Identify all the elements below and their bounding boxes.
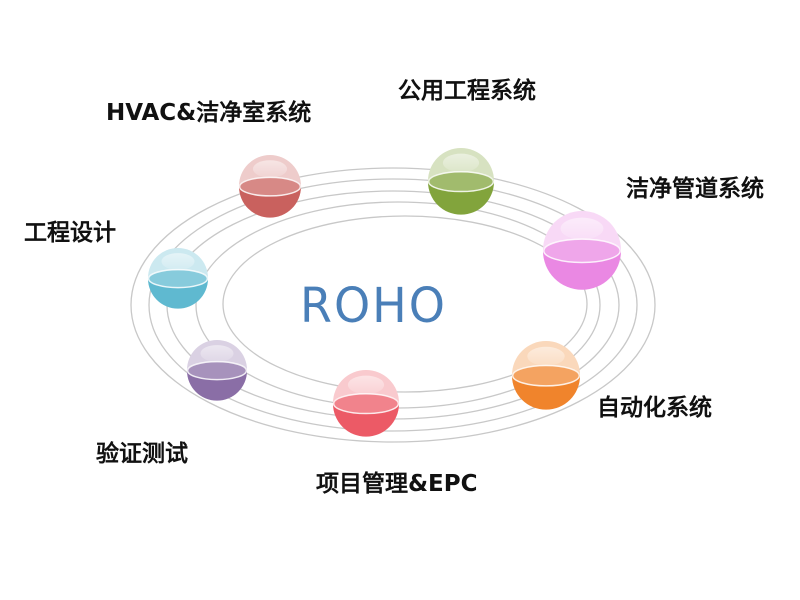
sphere-validation: [186, 340, 248, 401]
sphere-shine: [161, 253, 195, 270]
sphere-shine: [527, 346, 565, 366]
sphere-shine: [347, 375, 385, 395]
sphere-shine: [200, 345, 234, 362]
sphere-hvac: [238, 155, 302, 218]
label-engineering-design: 工程设计: [24, 220, 116, 246]
sphere-piping: [543, 211, 621, 290]
sphere-pm: [332, 370, 400, 437]
label-automation: 自动化系统: [597, 395, 712, 421]
orbit-ring: [148, 178, 638, 432]
sphere-rim: [543, 238, 621, 264]
sphere-shine: [560, 217, 604, 240]
sphere-shine: [252, 160, 288, 178]
label-clean-piping: 洁净管道系统: [626, 176, 764, 202]
sphere-rim: [238, 176, 302, 197]
sphere-rim: [147, 268, 209, 289]
sphere-utility: [427, 148, 495, 215]
label-hvac-cleanroom: HVAC&洁净室系统: [106, 100, 312, 126]
label-utility-systems: 公用工程系统: [398, 78, 536, 104]
sphere-rim: [427, 171, 495, 193]
orbit-ring: [222, 215, 588, 393]
label-project-management-epc: 项目管理&EPC: [316, 471, 478, 497]
sphere-rim: [511, 364, 581, 387]
orbit-ring: [130, 167, 656, 443]
sphere-design: [147, 248, 209, 309]
label-validation-testing: 验证测试: [96, 441, 188, 467]
sphere-shine: [442, 153, 480, 173]
sphere-automation: [511, 341, 581, 410]
sphere-rim: [332, 393, 400, 415]
sphere-rim: [186, 360, 248, 381]
roho-logo: ROHO: [300, 276, 447, 334]
